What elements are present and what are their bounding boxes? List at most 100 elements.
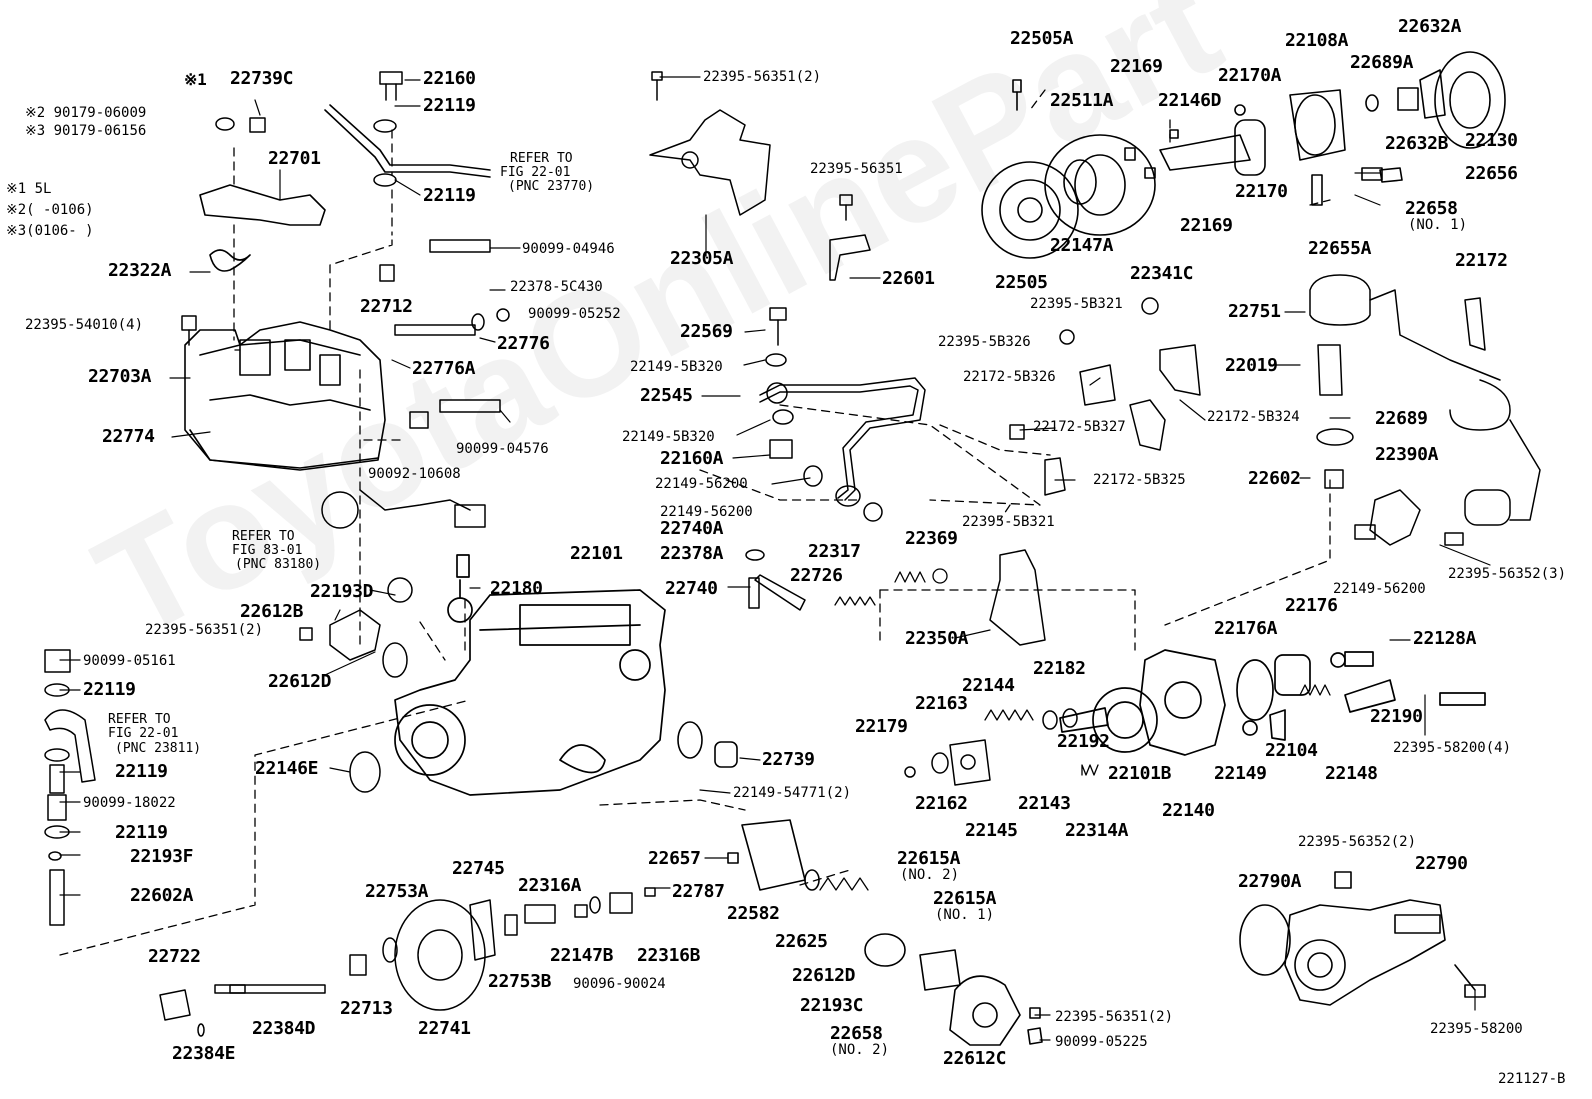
part-label: 22615A [933,888,997,909]
part-label: 22128A [1413,628,1477,649]
ref-note-23811-line3: (PNC 23811) [115,741,202,756]
part-label: 22689 [1375,408,1428,429]
part-label: 22582 [727,903,780,924]
note-2: ※2( -0106) [6,202,94,218]
ref-note-23811-line2: FIG 22-01 [108,726,179,741]
part-label: 22625 [775,931,828,952]
part-label: 22612D [268,671,332,692]
part-label: 22776A [412,358,476,379]
part-label: 90099-18022 [83,795,176,811]
part-label: 22378A [660,543,724,564]
note-3: ※3(0106- ) [6,223,94,239]
note-1-tag: ※1 [184,70,207,89]
part-label: 22395-54010(4) [25,317,144,333]
ref-note-23770-line2: FIG 22-01 [500,165,571,180]
part-label: 22169 [1110,56,1163,77]
ref-note-83180-line3: (PNC 83180) [235,557,322,572]
part-label: 22172 [1455,250,1508,271]
part-label: 22172-5B326 [963,369,1056,385]
part-label: 22776 [497,333,550,354]
part-label: 22602A [130,885,194,906]
part-label: 22612B [240,601,304,622]
part-label: 22176A [1214,618,1278,639]
part-label: 22190 [1370,706,1423,727]
part-label: 22658 [830,1023,883,1044]
part-label: 22722 [148,946,201,967]
part-label: 22149-56200 [655,476,748,492]
part-label: 22119 [115,761,168,782]
part-label: 22149-56200 [1333,581,1426,597]
small-parts-top-left [181,71,510,429]
part-label: 22632B [1385,133,1449,154]
part-label: 22193D [310,581,374,602]
part-label: 22170 [1235,181,1288,202]
part-label: 22140 [1162,800,1215,821]
part-label: 22602 [1248,468,1301,489]
part-label: 22612C [943,1048,1007,1069]
part-label: 22149 [1214,763,1267,784]
part-label-sub: (NO. 2) [900,867,960,883]
ref-note-23811-line1: REFER TO [108,712,171,727]
part-label: 22160A [660,448,724,469]
part-label: 22144 [962,675,1015,696]
part-label: 22395-58200(4) [1393,740,1512,756]
solenoid-and-wiring [1309,274,1541,546]
part-label-sub: (NO. 1) [935,907,995,923]
part-label: 90092-10608 [368,466,461,482]
part-label: 22701 [268,148,321,169]
part-label: 22505A [1010,28,1074,49]
part-label: 22632A [1398,16,1462,37]
part-label: 22615A [897,848,961,869]
part-label: 22193F [130,846,194,867]
part-label: 22511A [1050,90,1114,111]
part-label: 22726 [790,565,843,586]
part-label: 22384D [252,1018,316,1039]
left-fittings [44,489,486,926]
part-label: 22774 [102,426,155,447]
injection-pump-body [394,554,666,796]
part-label: 22172-5B324 [1207,409,1300,425]
part-label: 22317 [808,541,861,562]
part-label: 22740A [660,518,724,539]
part-label: 22350A [905,628,969,649]
part-label: 22160 [423,68,476,89]
part-label: 22395-5B321 [1030,296,1123,312]
part-label: 22378-5C430 [510,279,603,295]
part-label: 22712 [360,296,413,317]
part-label: 22119 [83,679,136,700]
part-label: 22316B [637,945,701,966]
part-label: 22390A [1375,444,1439,465]
part-label: 22569 [680,321,733,342]
springs [819,568,1331,891]
part-label: 22395-56351(2) [703,69,822,85]
part-label: 22745 [452,858,505,879]
part-label: 22119 [115,822,168,843]
governor-parts [989,297,1201,646]
part-label: 90099-04946 [522,241,615,257]
part-label: 22753A [365,881,429,902]
part-label: 22104 [1265,740,1318,761]
part-label: 90099-04576 [456,441,549,457]
part-label: 22689A [1350,52,1414,73]
part-label: 22146D [1158,90,1222,111]
dashed-assembly-lines [59,89,1331,956]
part-label: 22149-5B320 [630,359,723,375]
head-cover-assembly [1239,871,1486,1006]
part-label: 22658 [1405,198,1458,219]
part-label: 22395-56352(2) [1298,834,1417,850]
part-label: 22172-5B327 [1033,419,1126,435]
part-label: 22119 [423,95,476,116]
part-label: 22395-56351(2) [145,622,264,638]
part-label: 22545 [640,385,693,406]
feed-pump-parts [159,887,656,1037]
part-label: 22395-5B326 [938,334,1031,350]
part-label: 22790A [1238,871,1302,892]
part-label: 22146E [255,758,319,779]
part-label: 22790 [1415,853,1468,874]
part-label: 22019 [1225,355,1278,376]
part-label: 22143 [1018,793,1071,814]
part-label: 90099-05252 [528,306,621,322]
part-label: 22108A [1285,30,1349,51]
part-label: 22601 [882,268,935,289]
part-label: 22192 [1057,731,1110,752]
